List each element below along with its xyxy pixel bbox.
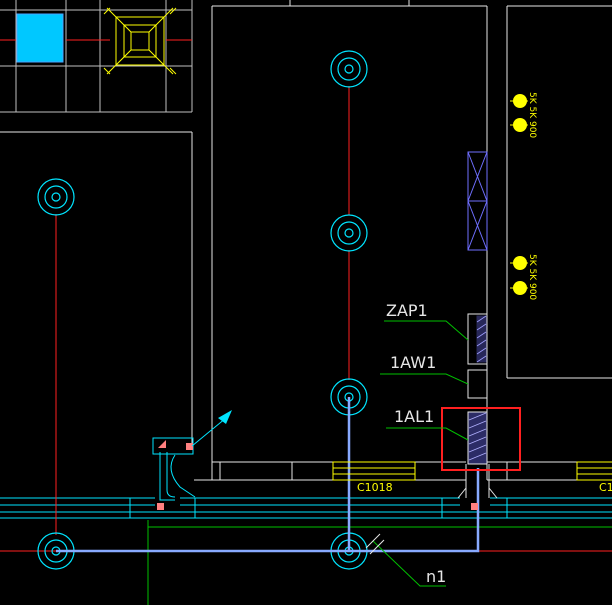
panel-1al1[interactable]: [467, 411, 488, 465]
cyan-square-block[interactable]: [16, 13, 64, 63]
walls: [0, 0, 612, 481]
label-1al1[interactable]: 1AL1: [394, 407, 434, 426]
tick-mark-1: [365, 533, 381, 549]
red-marker-triangle: [158, 440, 166, 448]
tick-mark-2: [369, 539, 385, 555]
column-symbol-yellow[interactable]: [103, 7, 177, 75]
panel-zap1[interactable]: [467, 313, 488, 365]
arrow-line: [191, 417, 227, 447]
door-symbol-left[interactable]: [152, 437, 196, 501]
selection-highlight-box[interactable]: [441, 407, 521, 471]
panel-column-right[interactable]: [467, 151, 488, 251]
label-1aw1[interactable]: 1AW1: [390, 353, 436, 372]
column-circle-center-1[interactable]: [330, 50, 368, 88]
label-n1[interactable]: n1: [426, 567, 446, 586]
arrow-head-icon: [218, 410, 232, 424]
label-c1018: C1018: [357, 481, 393, 494]
wall-band-cyan: [0, 497, 612, 519]
fixture-note-1: 5K 5K 900: [527, 92, 537, 138]
red-marker-square-1: [186, 443, 193, 450]
light-fixture-group-2[interactable]: [510, 256, 528, 295]
green-lines: [147, 520, 612, 605]
red-marker-square-3: [471, 503, 478, 510]
leader-lines: [372, 320, 469, 587]
window-c1-partial[interactable]: [576, 461, 612, 481]
column-circle-left-top[interactable]: [37, 178, 75, 216]
label-c1-partial: C1: [599, 481, 612, 494]
window-c1018[interactable]: [332, 461, 416, 481]
label-zap1[interactable]: ZAP1: [386, 301, 428, 320]
light-fixture-group-1[interactable]: [510, 94, 528, 132]
column-circle-center-2[interactable]: [330, 214, 368, 252]
top-left-grid: [0, 0, 193, 113]
fixture-note-2: 5K 5K 900: [527, 254, 537, 300]
red-marker-square-2: [157, 503, 164, 510]
